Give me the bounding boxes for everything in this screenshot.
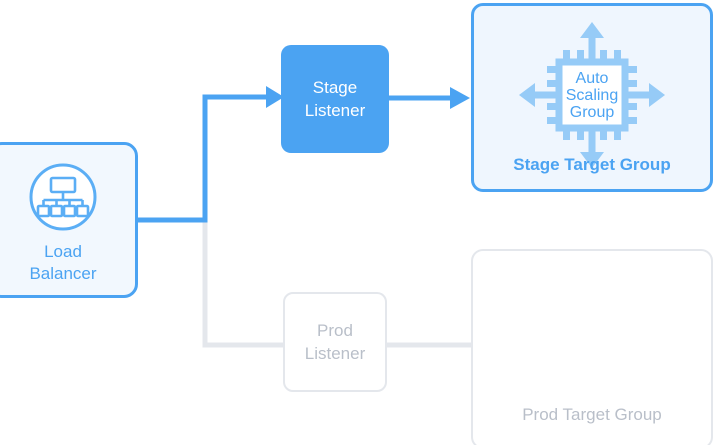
load-balancer-label-line2: Balancer xyxy=(29,264,97,283)
load-balancer-label-line1: Load xyxy=(44,242,82,261)
arrowhead-to-stage-listener xyxy=(266,86,284,108)
stage-listener-label-line1: Stage xyxy=(312,78,358,97)
asg-label-line2: Scaling xyxy=(566,87,618,104)
stage-listener-label: Stage Listener xyxy=(305,76,365,122)
prod-listener-label-line2: Listener xyxy=(304,344,366,363)
node-load-balancer[interactable]: Load Balancer xyxy=(0,142,138,298)
auto-scaling-group-chip-icon: Auto Scaling Group xyxy=(519,22,665,168)
node-prod-target-group[interactable]: Prod Target Group xyxy=(471,249,713,445)
stage-listener-label-line2: Listener xyxy=(304,101,366,120)
stage-target-group-label: Stage Target Group xyxy=(513,155,671,174)
prod-listener-label: Prod Listener xyxy=(305,319,365,365)
asg-label-line3: Group xyxy=(570,104,615,121)
node-stage-listener[interactable]: Stage Listener xyxy=(281,45,389,153)
node-prod-listener[interactable]: Prod Listener xyxy=(283,292,387,392)
load-balancer-hierarchy-icon xyxy=(29,163,97,231)
connector-lb-to-prod-listener xyxy=(202,220,285,348)
prod-target-group-label: Prod Target Group xyxy=(522,405,662,424)
prod-listener-label-line1: Prod xyxy=(317,321,353,340)
node-stage-target-group[interactable]: Auto Scaling Group Stage Target Group xyxy=(471,3,713,192)
asg-icon-container: Auto Scaling Group xyxy=(517,20,667,170)
arrowhead-to-stage-target-group xyxy=(450,87,470,109)
load-balancer-label: Load Balancer xyxy=(8,241,118,285)
asg-label-line1: Auto xyxy=(576,70,609,87)
connector-lb-to-stage-listener xyxy=(133,94,268,223)
